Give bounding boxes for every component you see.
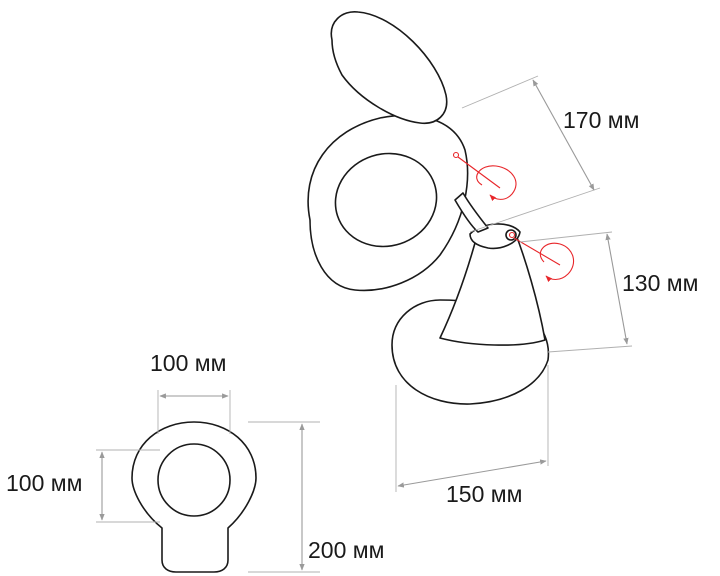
label-arm-height: 130 мм	[622, 270, 698, 296]
front-view-lamp	[131, 421, 257, 573]
label-lens-diameter: 100 мм	[6, 470, 82, 496]
dim-head-diameter: 170 мм	[461, 75, 639, 233]
lamp-arm	[439, 231, 546, 346]
dim-lens-diameter: 100 мм	[6, 449, 160, 523]
dim-arm-height: 130 мм	[519, 231, 698, 353]
front-lens	[157, 443, 231, 517]
label-base-width: 150 мм	[446, 481, 522, 507]
head-connector	[454, 192, 489, 233]
dim-base-width: 150 мм	[395, 365, 549, 507]
dim-total-height: 200 мм	[248, 421, 384, 573]
side-view-lamp	[307, 11, 550, 405]
magnifier-lid	[330, 11, 448, 124]
dim-front-width: 100 мм	[150, 350, 231, 434]
label-front-width: 100 мм	[150, 350, 226, 376]
label-head-diameter: 170 мм	[563, 107, 639, 133]
rotation-indicators	[452, 151, 575, 283]
label-total-height: 200 мм	[308, 537, 384, 563]
magnifier-lens	[334, 152, 438, 248]
